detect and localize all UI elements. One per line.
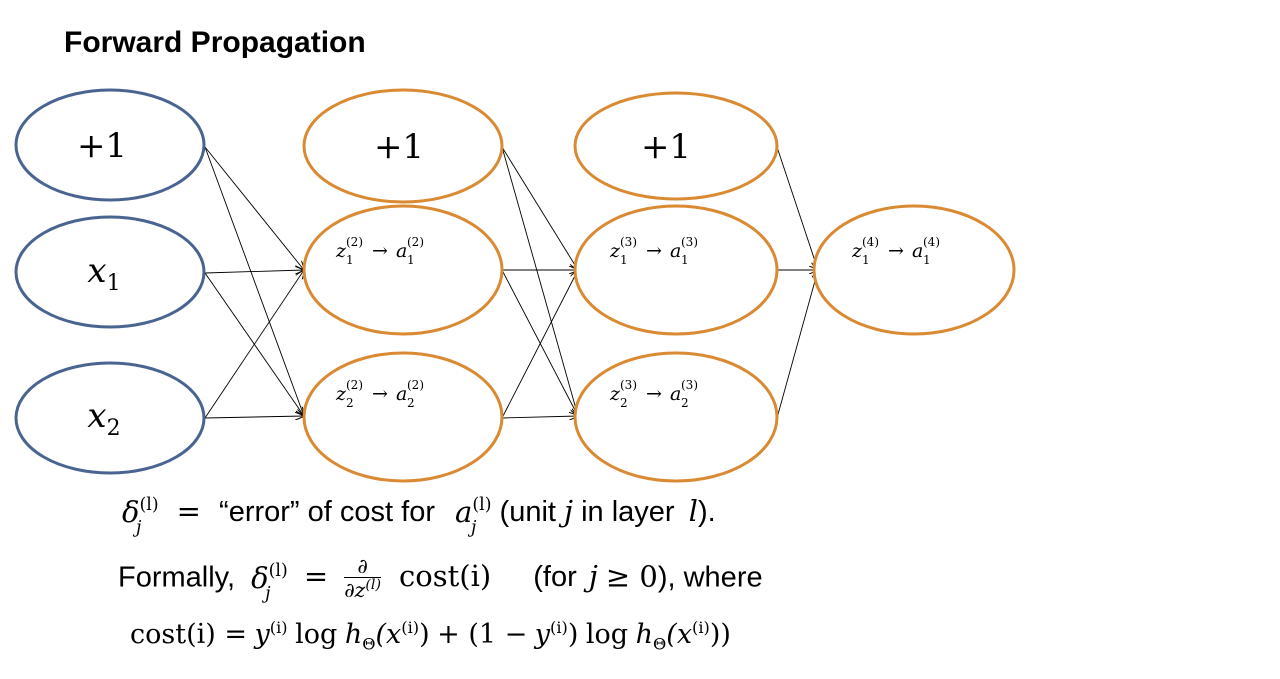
svg-text:→: → [646, 240, 662, 262]
svg-text:z: z [609, 383, 621, 405]
node-l2-u1 [302, 204, 504, 336]
label-l2-bias: +1 [374, 127, 424, 167]
node-l2-u2 [302, 351, 504, 483]
svg-text:1: 1 [346, 253, 354, 267]
svg-text:2: 2 [620, 396, 628, 410]
connections-layer3-to-layer4 [776, 146, 818, 419]
layer-4 [812, 204, 1016, 336]
delta-symbol: δ(l)j [122, 495, 159, 539]
partial-derivative-fraction: ∂ ∂z(l) [344, 554, 381, 603]
label-l1-x2: x2 [87, 396, 120, 441]
equation-cost-function: cost(i) = y(i) log hΘ(x(i)) + (1 − y(i))… [130, 618, 731, 654]
svg-text:1: 1 [620, 253, 628, 267]
label-l1-x1: x1 [87, 251, 120, 296]
svg-text:2: 2 [681, 396, 689, 410]
label-l1-x1-base: x [87, 251, 106, 291]
svg-text:a: a [396, 383, 407, 405]
svg-text:(2): (2) [407, 235, 424, 249]
node-l4-u1 [812, 204, 1016, 336]
edge-l2-u2-to-l3-u1 [501, 270, 578, 419]
edge-l3-u2-to-l4-u1 [776, 270, 818, 419]
label-l1-x2-sub: 2 [107, 416, 121, 441]
svg-text:1: 1 [923, 253, 931, 267]
label-l1-bias: +1 [77, 126, 127, 166]
label-l3-u2: z 2 (3) → a 2 (3) [609, 378, 698, 410]
layer-1 [14, 88, 206, 475]
svg-text:(2): (2) [407, 378, 424, 392]
edge-l2-bias-to-l3-u1 [501, 146, 578, 270]
equation-error-definition: δ(l)j = “error” of cost for a(l)j (unit … [122, 494, 716, 539]
edge-l1-x2-to-l2-u1 [204, 270, 304, 419]
edge-l2-u2-to-l3-u2 [501, 416, 578, 418]
connections-layer1-to-layer2 [204, 146, 304, 419]
svg-text:(3): (3) [620, 378, 637, 392]
svg-text:z: z [335, 383, 347, 405]
edge-l1-bias-to-l2-u2 [204, 146, 304, 416]
label-l1-x2-base: x [87, 396, 106, 436]
svg-text:a: a [670, 383, 681, 405]
svg-text:→: → [372, 240, 388, 262]
edge-l1-x2-to-l2-u2 [204, 416, 304, 418]
svg-text:2: 2 [346, 396, 354, 410]
svg-text:z: z [851, 240, 863, 262]
edge-l2-u1-to-l3-u2 [501, 269, 578, 416]
delta-symbol-2: δ(l)j [251, 560, 288, 604]
a-symbol: a(l)j [455, 495, 492, 539]
svg-text:1: 1 [862, 253, 870, 267]
label-l2-u2: z 2 (2) → a 2 (2) [335, 378, 424, 410]
node-l3-bias [573, 91, 779, 201]
svg-text:(2): (2) [346, 235, 363, 249]
edge-l2-bias-to-l3-u2 [501, 146, 578, 416]
connections-layer2-to-layer3 [501, 146, 578, 419]
node-labels: +1 x1 x2 +1 +1 z 1 (2) → a 1 (2) z 2 (2)… [77, 126, 940, 441]
node-l1-bias [14, 88, 206, 202]
node-l3-u2 [573, 351, 779, 483]
label-l4-u1: z 1 (4) → a 1 (4) [851, 235, 940, 267]
svg-text:(3): (3) [681, 378, 698, 392]
svg-text:(4): (4) [862, 235, 879, 249]
svg-text:1: 1 [681, 253, 689, 267]
node-l1-x2 [14, 361, 206, 475]
node-l3-u1 [573, 204, 779, 336]
svg-text:z: z [609, 240, 621, 262]
svg-text:(4): (4) [923, 235, 940, 249]
label-l2-u1: z 1 (2) → a 1 (2) [335, 235, 424, 267]
label-l3-u1: z 1 (3) → a 1 (3) [609, 235, 698, 267]
label-l1-x1-sub: 1 [107, 271, 121, 296]
svg-text:→: → [372, 383, 388, 405]
svg-text:(2): (2) [346, 378, 363, 392]
edge-l1-x1-to-l2-u1 [204, 270, 304, 273]
node-l2-bias [302, 88, 504, 204]
layer-3 [573, 91, 779, 483]
edge-l1-bias-to-l2-u1 [204, 146, 304, 270]
svg-text:(3): (3) [620, 235, 637, 249]
layer-2 [302, 88, 504, 483]
svg-text:→: → [888, 240, 904, 262]
svg-text:1: 1 [407, 253, 415, 267]
label-l3-bias: +1 [641, 127, 691, 167]
edge-l3-bias-to-l4-u1 [776, 146, 818, 270]
svg-text:a: a [912, 240, 923, 262]
equation-formal-definition: Formally, δ(l)j = ∂ ∂z(l) cost(i) (for j… [118, 554, 763, 604]
node-l1-x1 [14, 215, 206, 329]
svg-text:a: a [396, 240, 407, 262]
slide-title: Forward Propagation [64, 26, 366, 59]
svg-text:z: z [335, 240, 347, 262]
svg-text:a: a [670, 240, 681, 262]
svg-text:(3): (3) [681, 235, 698, 249]
svg-text:→: → [646, 383, 662, 405]
svg-text:2: 2 [407, 396, 415, 410]
